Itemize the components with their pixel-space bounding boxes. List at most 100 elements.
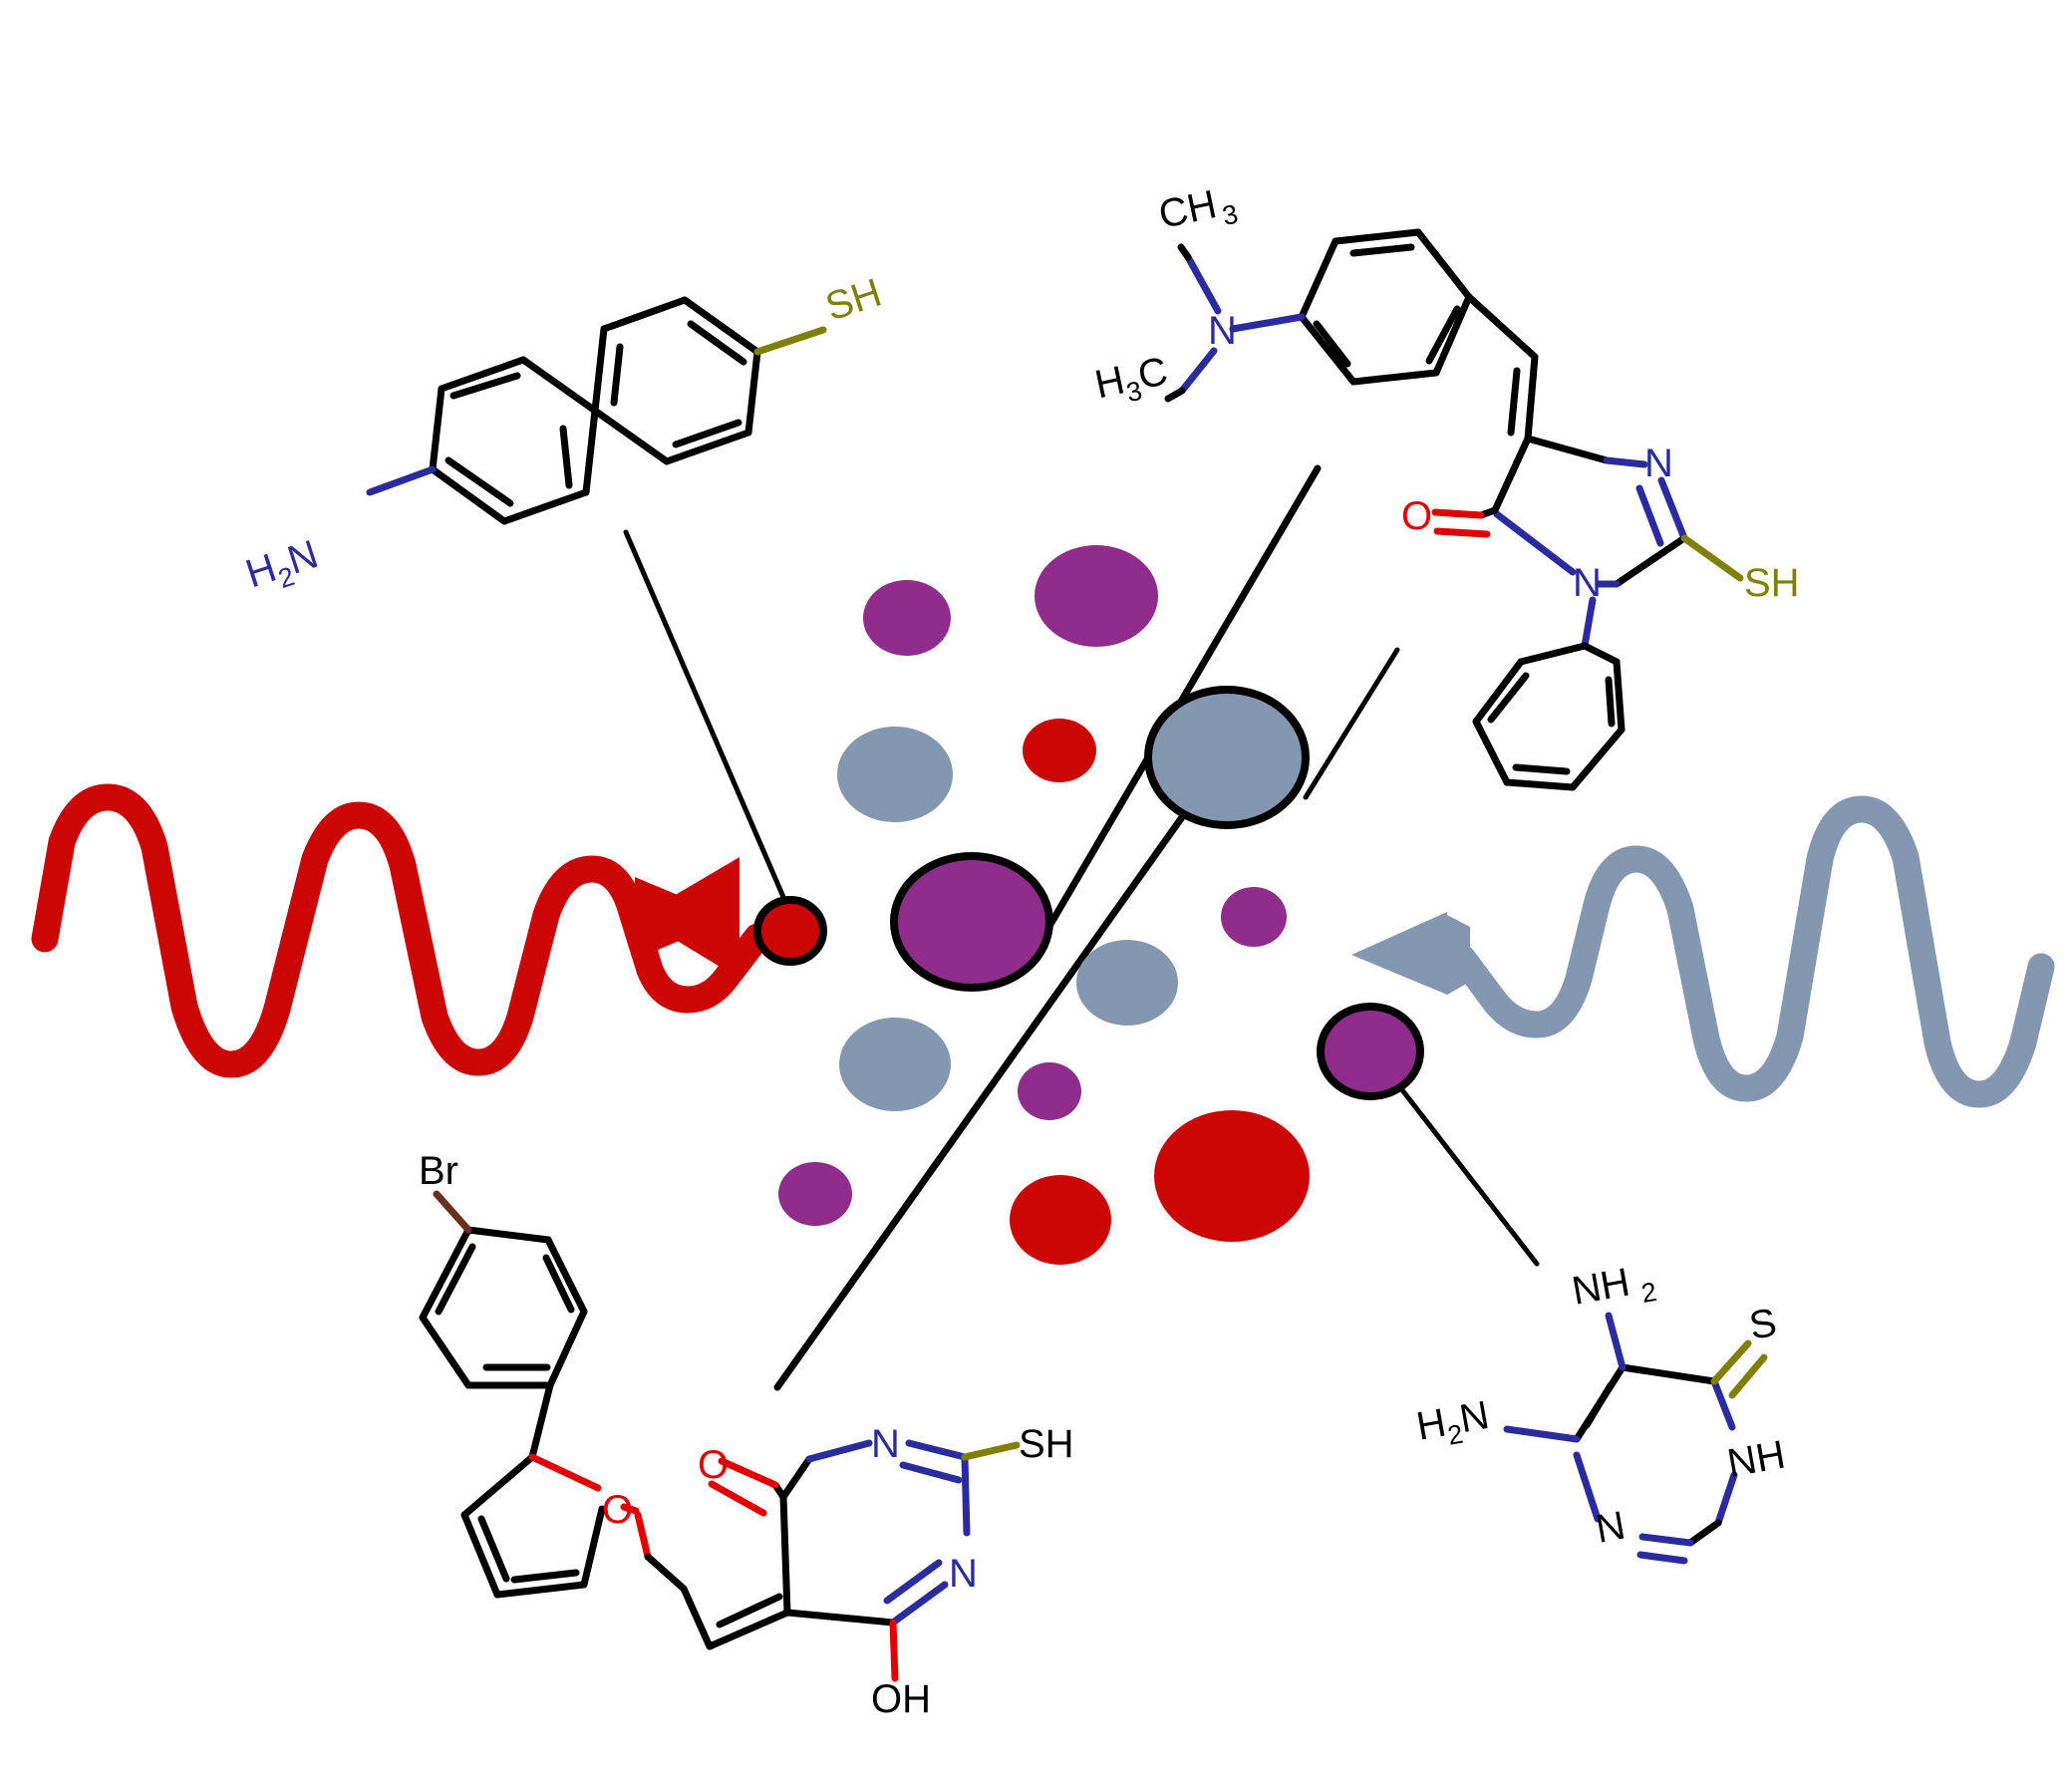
nanoparticle-purple-medium-1 bbox=[1035, 545, 1158, 647]
bond-C-to-S-2 bbox=[1728, 1353, 1768, 1399]
bond-N1-to-C6 bbox=[889, 1581, 949, 1626]
bond-furan-O-left bbox=[528, 1453, 602, 1492]
bond-C6-to-OH bbox=[889, 1619, 899, 1682]
scattered-wave-arrowhead-neck bbox=[1447, 915, 1470, 995]
nanoparticle-red-small-labeled[interactable] bbox=[753, 896, 827, 966]
label-SH-biphenyl: SH bbox=[820, 271, 886, 330]
label-NH2-top: NH 2 bbox=[1569, 1261, 1659, 1314]
bond-N3-to-C2 bbox=[905, 1439, 969, 1461]
bond-N2-to-C2 bbox=[1657, 476, 1688, 542]
nanoparticle-slate-medium-3 bbox=[839, 1018, 951, 1111]
label-H3C-lower: H 3 C bbox=[1091, 349, 1171, 408]
svg-text:NH: NH bbox=[1569, 1261, 1633, 1314]
molecule-dimethylaminobenzylidene-thiohydantoin[interactable]: CH 3 H 3 C N N O N SH bbox=[1091, 178, 1800, 791]
bond-N-to-CH3-upper bbox=[1184, 253, 1222, 315]
nanoparticle-red-large-1 bbox=[1154, 1110, 1310, 1242]
label-H2N-biphenyl: H 2 N bbox=[240, 532, 323, 596]
bond-to-bromine bbox=[433, 1190, 472, 1234]
bond-C4-O-1 bbox=[1431, 508, 1485, 519]
svg-text:H: H bbox=[1091, 358, 1128, 407]
bond-C2-to-N3 bbox=[1613, 534, 1688, 588]
molecule-diaminopyrimidinethione[interactable]: NH 2 S H 2 N NH N bbox=[1413, 1256, 1789, 1565]
bond-C2-to-SH bbox=[1680, 534, 1744, 582]
bond-N3-to-C2-double bbox=[899, 1461, 963, 1484]
label-Br: Br bbox=[419, 1149, 458, 1193]
nanoparticle-purple-small-1 bbox=[863, 580, 951, 656]
nanoparticle-purple-small-2 bbox=[1221, 887, 1287, 947]
liganded-nanoparticles bbox=[753, 686, 1424, 1100]
bond-to-thiol bbox=[753, 326, 827, 356]
label-O-carbonyl: O bbox=[1401, 494, 1432, 538]
bond-furan-to-methine bbox=[644, 1553, 688, 1593]
label-OH-pyrimidine: OH bbox=[871, 1677, 931, 1721]
svg-text:3: 3 bbox=[1124, 376, 1145, 408]
label-N-imidazolone-3: N bbox=[1573, 561, 1602, 605]
svg-text:H: H bbox=[1413, 1401, 1449, 1449]
bond-C4-to-N3 bbox=[805, 1439, 873, 1463]
nanoparticle-purple-large-labeled[interactable] bbox=[890, 852, 1053, 992]
nanoparticle-cluster bbox=[778, 545, 1310, 1265]
diagonal-line-lower bbox=[773, 813, 1186, 1391]
svg-text:CH: CH bbox=[1155, 182, 1221, 237]
bond-CH-to-N1 bbox=[1638, 1533, 1694, 1547]
scattered-wave-arrowhead bbox=[1351, 912, 1447, 995]
nanoparticle-purple-medium-labeled[interactable] bbox=[1317, 1003, 1424, 1100]
label-O-carbonyl-pyrimidine: O bbox=[698, 1443, 729, 1487]
leader-line-biphenylthiol bbox=[623, 529, 789, 907]
bond-CH-to-N1-double bbox=[1636, 1551, 1688, 1565]
svg-text:3: 3 bbox=[1220, 199, 1241, 231]
bond-C2-to-N1 bbox=[961, 1453, 971, 1537]
label-O-furan: O bbox=[602, 1488, 633, 1532]
label-N-imidazolone-1: N bbox=[1644, 442, 1673, 485]
bond-N-to-CH3-lower bbox=[1178, 347, 1218, 395]
scattered-emission-wave bbox=[1351, 795, 2055, 1108]
molecule-bromophenylfuryl-thiobarbiturate[interactable]: Br O O N SH N OH bbox=[419, 1149, 1074, 1721]
label-S-thione: S bbox=[1746, 1301, 1780, 1348]
svg-text:N: N bbox=[1456, 1393, 1492, 1441]
bond-N3-to-phenyl bbox=[1581, 596, 1597, 650]
bond-furan-O-right bbox=[634, 1511, 652, 1561]
bond-furan-O-right-blue bbox=[620, 1503, 640, 1515]
bond-aryl-to-N bbox=[1229, 313, 1306, 333]
nanoparticle-slate-large-labeled[interactable] bbox=[1144, 686, 1310, 829]
bond-N-to-CH3-lower-cap bbox=[1164, 387, 1186, 403]
bond-to-H2N-left bbox=[1503, 1425, 1581, 1443]
bond-N2-to-C2-double bbox=[1635, 484, 1664, 547]
bond-ring-C-to-N2 bbox=[1603, 456, 1648, 468]
label-CH3-upper: CH 3 bbox=[1155, 182, 1241, 237]
incident-wave-path bbox=[31, 783, 771, 1078]
label-SH-thiohydantoin: SH bbox=[1744, 561, 1800, 605]
label-NH-ring: NH bbox=[1724, 1432, 1789, 1485]
bond-N3-to-C4 bbox=[1493, 510, 1577, 576]
label-N-dimethylamino: N bbox=[1208, 309, 1237, 353]
bond-NH-to-CH bbox=[1714, 1471, 1738, 1527]
nanoparticle-red-medium-1 bbox=[1010, 1175, 1111, 1265]
scattered-wave-path bbox=[1449, 795, 2055, 1108]
bond-to-NH2-top bbox=[1605, 1312, 1627, 1371]
bond-C4-O-2 bbox=[1433, 527, 1491, 538]
bond-ring-C-to-O-2 bbox=[708, 1480, 767, 1517]
nanoparticle-slate-medium-1 bbox=[837, 727, 953, 822]
bond-N1-to-C6-double bbox=[883, 1559, 943, 1605]
bond-phenyl-to-furan bbox=[528, 1381, 554, 1461]
bond-N1-to-C6 bbox=[1573, 1451, 1602, 1523]
bond-C2-to-SH-pyrimidine bbox=[961, 1441, 1021, 1461]
label-N-ring: N bbox=[1593, 1504, 1628, 1552]
bond-N-to-CH3-upper-cap bbox=[1177, 243, 1192, 261]
bond-to-amine bbox=[366, 465, 437, 496]
nanoparticle-purple-small-3 bbox=[1018, 1062, 1081, 1120]
label-SH-pyrimidine: SH bbox=[1019, 1422, 1074, 1466]
bond-C-to-S-1 bbox=[1710, 1339, 1752, 1385]
leader-line-thiohydantoin bbox=[1303, 647, 1400, 800]
nanoparticle-slate-medium-2 bbox=[1076, 940, 1178, 1026]
bond-NH-to-CH-black bbox=[1686, 1519, 1722, 1547]
label-N3-pyrimidine: N bbox=[871, 1422, 900, 1466]
molecule-aminobiphenylthiol[interactable]: SH H 2 N bbox=[240, 271, 886, 604]
label-N1-pyrimidine: N bbox=[949, 1552, 978, 1596]
incident-excitation-wave bbox=[31, 783, 771, 1078]
leader-line-pyrimidinethione bbox=[1400, 1088, 1540, 1267]
label-H2N-left: H 2 N bbox=[1413, 1393, 1492, 1451]
bond-ring-C-to-O-1 bbox=[718, 1457, 779, 1489]
